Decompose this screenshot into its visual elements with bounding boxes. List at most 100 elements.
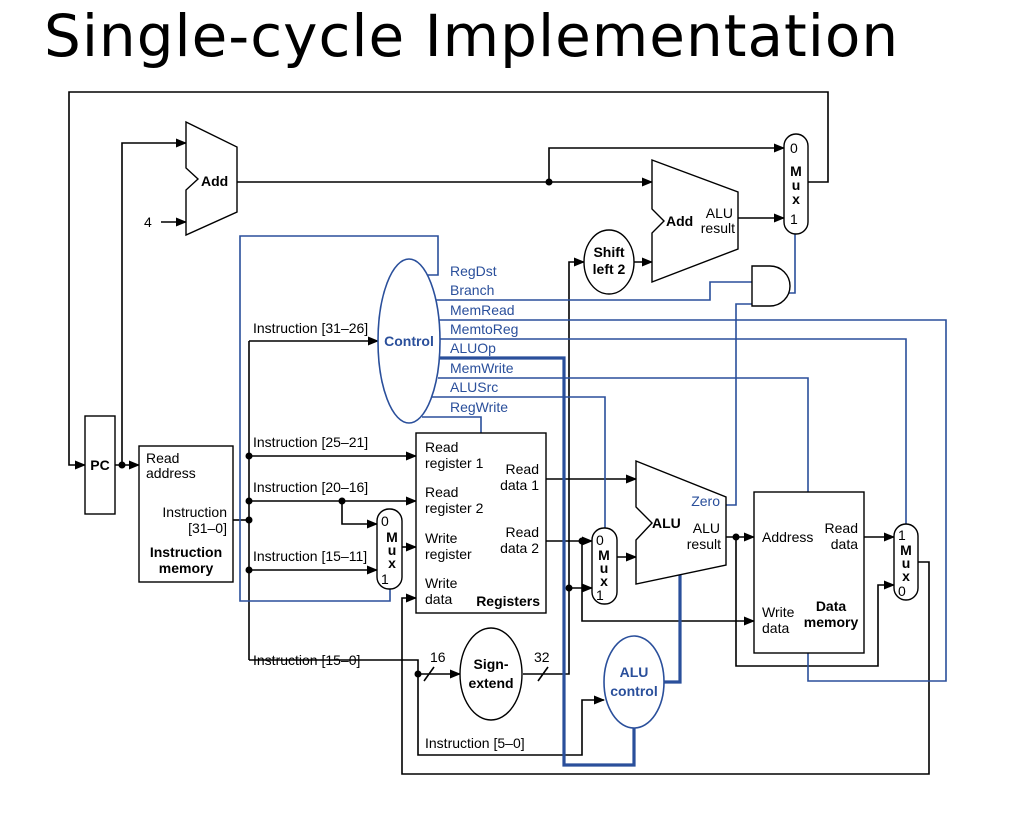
reg-read-reg1-2: register 1 [425,455,484,471]
shift-label-2: left 2 [593,261,626,277]
const-four: 4 [144,214,152,230]
branch-adder-result-1: ALU [706,205,733,221]
reg-read-reg2-2: register 2 [425,500,484,516]
mux-memtoreg-letter-u: u [902,555,911,571]
branch-adder [651,158,739,284]
signal-memtoreg: MemtoReg [450,321,518,337]
reg-read-reg2-1: Read [425,484,458,500]
slide-title: Single-cycle Implementation [44,2,900,70]
imem-read-address-2: address [146,465,196,481]
field-rs-label: Instruction [25–21] [253,434,368,450]
data-wires [68,91,930,775]
sign-extend-unit [459,627,523,721]
pc-adder-label: Add [201,173,228,189]
reg-write-data-2: data [425,591,452,607]
signal-regwrite: RegWrite [450,399,508,415]
dmem-name-1: Data [816,598,847,614]
field-funct-label: Instruction [5–0] [425,735,525,751]
sign-extend-label-1: Sign- [474,656,509,672]
reg-write-reg-1: Write [425,530,458,546]
shift-left-2-unit [583,229,635,295]
main-alu [635,459,727,585]
mux-regdst-letter-x: x [388,555,396,571]
pc-register [84,415,116,515]
mux-memtoreg-zero: 0 [898,583,906,599]
register-file [415,432,547,614]
shift-label-1: Shift [593,244,624,260]
sign-extend-label-2: extend [468,675,513,691]
mux-regdst-one: 1 [381,571,389,587]
mux-regdst-zero: 0 [381,513,389,529]
imem-name-1: Instruction [150,544,222,560]
alusrc-mux: 0 M u x 1 [591,527,618,605]
field-imm-label: Instruction [15–0] [253,652,360,668]
reg-read-data1-2: data 1 [500,477,539,493]
imem-instruction-2: [31–0] [188,520,227,536]
control-signal-labels: RegDst Branch MemRead MemtoReg ALUOp Mem… [450,263,518,415]
mux-memtoreg-one: 1 [898,527,906,543]
memtoreg-mux: 1 M u x 0 [893,523,919,601]
field-rd-label: Instruction [15–11] [253,548,367,564]
branch-adder-result-2: result [701,220,735,236]
branch-adder-label: Add [666,213,693,229]
field-op-label: Instruction [31–26] [253,320,368,336]
regdst-mux: 0 M u x 1 [376,508,403,590]
alu-control-label-2: control [610,683,657,699]
signal-memread: MemRead [450,302,515,318]
reg-read-data1-1: Read [506,461,539,477]
reg-read-reg1-1: Read [425,439,458,455]
reg-write-reg-2: register [425,546,472,562]
alu-control-unit [603,635,665,729]
control-label: Control [384,333,434,349]
sign-in-width: 16 [430,649,446,665]
control-unit [377,258,441,424]
mux-alusrc-one: 1 [596,587,604,603]
instruction-memory [138,445,234,583]
mux-regdst-letter-u: u [388,542,397,558]
control-wires [239,234,947,767]
mux-alusrc-letter-m: M [598,547,610,563]
signal-aluop: ALUOp [450,340,496,356]
mux-regdst-letter-m: M [386,529,398,545]
imem-instruction-1: Instruction [162,504,227,520]
dmem-write-data-2: data [762,620,789,636]
imem-name-2: memory [159,560,214,576]
signal-alusrc: ALUSrc [450,379,498,395]
reg-name: Registers [476,593,540,609]
mux-pc-letter-m: M [790,163,802,179]
pc-label: PC [90,457,109,473]
dmem-read-data-1: Read [825,520,858,536]
pc-adder [185,120,238,237]
mux-alusrc-letter-x: x [600,573,608,589]
sign-out-width: 32 [534,649,550,665]
mux-pc-one: 1 [790,211,798,227]
alu-result-2: result [687,536,721,552]
mux-memtoreg-letter-m: M [900,542,912,558]
dmem-name-2: memory [804,614,859,630]
mux-pc-letter-u: u [792,177,801,193]
dmem-write-data-1: Write [762,604,795,620]
branch-and-gate [751,265,791,307]
alu-label: ALU [652,515,681,531]
pc-source-mux: 0 M u x 1 [783,133,809,235]
reg-read-data2-1: Read [506,524,539,540]
alu-control-label-1: ALU [620,664,649,680]
data-memory [753,491,865,654]
signal-memwrite: MemWrite [450,360,514,376]
mux-alusrc-zero: 0 [596,532,604,548]
signal-branch: Branch [450,282,494,298]
reg-write-data-1: Write [425,575,458,591]
mux-pc-zero: 0 [790,140,798,156]
mux-alusrc-letter-u: u [600,560,609,576]
alu-zero-label: Zero [691,493,720,509]
reg-read-data2-2: data 2 [500,540,539,556]
dmem-read-data-2: data [831,536,858,552]
alu-result-1: ALU [693,520,720,536]
dmem-address: Address [762,529,813,545]
imem-read-address-1: Read [146,450,179,466]
field-rt-label: Instruction [20–16] [253,479,368,495]
mux-memtoreg-letter-x: x [902,568,910,584]
signal-regdst: RegDst [450,263,497,279]
mux-pc-letter-x: x [792,191,800,207]
